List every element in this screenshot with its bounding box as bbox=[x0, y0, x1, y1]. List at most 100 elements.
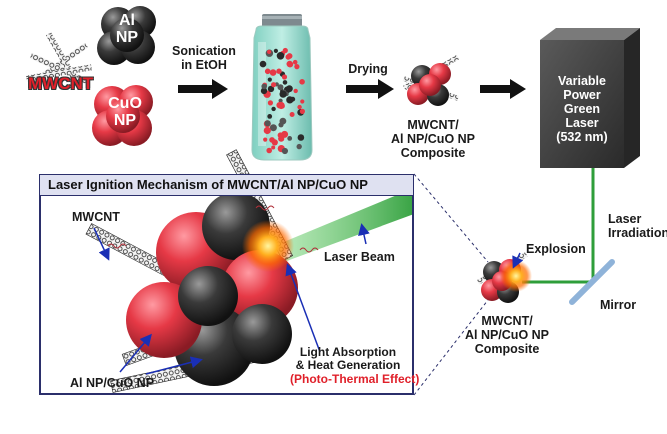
laser-label-line3: Green bbox=[563, 102, 601, 116]
jar-particle bbox=[267, 100, 273, 106]
laser-label-line5: (532 nm) bbox=[556, 130, 608, 144]
jar-particle bbox=[276, 68, 282, 74]
jar-particle bbox=[297, 134, 305, 141]
cuo-np-cluster-icon bbox=[92, 85, 153, 146]
mirror-label: Mirror bbox=[600, 298, 637, 312]
jar-particle bbox=[261, 83, 268, 90]
absorption-label: Light Absorption & Heat Generation (Phot… bbox=[290, 345, 420, 386]
photo-thermal-effect-label: (Photo-Thermal Effect) bbox=[290, 371, 420, 386]
mechanism-illustration bbox=[85, 149, 414, 393]
jar-particle bbox=[279, 117, 287, 125]
laser-source-label: Variable Power Green Laser (532 nm) bbox=[540, 74, 624, 144]
cuo-np-label-line2: NP bbox=[113, 111, 137, 129]
laser-beam-label: Laser Beam bbox=[324, 250, 395, 264]
laser-label-line2: Power bbox=[563, 88, 601, 102]
explosion-hotspot bbox=[242, 220, 294, 272]
jar-particle bbox=[271, 145, 276, 150]
jar-particle bbox=[277, 84, 284, 91]
jar-particle bbox=[264, 120, 271, 127]
jar-particle bbox=[260, 87, 268, 95]
jar-particle bbox=[263, 137, 268, 142]
explosion-label: Explosion bbox=[526, 242, 586, 256]
jar-particle bbox=[264, 68, 271, 75]
absorption-label-line2: & Heat Generation bbox=[295, 358, 401, 373]
cuo-np-label-line1: CuO bbox=[108, 95, 142, 112]
jar-particle bbox=[286, 60, 293, 68]
jar-particle bbox=[279, 90, 287, 98]
jar-particle bbox=[297, 104, 302, 110]
jar-particle bbox=[278, 98, 283, 103]
sonication-label-line2: in EtOH bbox=[181, 58, 227, 72]
sonication-label-line1: Sonication bbox=[172, 44, 236, 58]
jar-particle bbox=[271, 139, 278, 146]
jar-particle bbox=[299, 108, 305, 114]
jar-particle bbox=[281, 74, 288, 80]
jar-particle bbox=[285, 54, 291, 60]
process-arrow-2 bbox=[346, 79, 394, 99]
panel-particles-label: Al NP/CuO NP bbox=[70, 376, 155, 390]
jar-particle bbox=[263, 126, 271, 135]
zoom-line-bottom bbox=[413, 299, 489, 396]
composite-right-label-line1: MWCNT/ bbox=[481, 314, 533, 328]
jar-particle bbox=[294, 64, 300, 70]
mwcnt-tubes-icon bbox=[25, 32, 93, 86]
al-np-label: Al NP bbox=[110, 12, 144, 47]
jar-particle bbox=[282, 80, 288, 85]
jar-particle bbox=[290, 96, 296, 102]
jar-particle bbox=[269, 124, 277, 132]
jar-particle bbox=[296, 143, 302, 150]
laser-irradiation-line2: Irradiation bbox=[608, 226, 667, 240]
al-np-label-line2: NP bbox=[115, 28, 139, 46]
composite-right-icon bbox=[476, 252, 532, 303]
jar-particle bbox=[266, 147, 273, 154]
jar-particle bbox=[276, 52, 285, 60]
laser-path bbox=[522, 168, 595, 284]
jar-particle bbox=[292, 59, 298, 65]
annotation-arrows bbox=[93, 223, 370, 375]
process-arrow-1 bbox=[178, 79, 228, 99]
al-np-label-line1: Al bbox=[119, 12, 135, 29]
jar-particle bbox=[289, 112, 295, 117]
process-arrow-3 bbox=[480, 79, 526, 99]
jar-particle bbox=[269, 69, 277, 76]
jar-particle bbox=[287, 136, 293, 141]
jar-particles bbox=[259, 47, 305, 155]
laser-label-line4: Laser bbox=[565, 116, 599, 130]
jar-particle bbox=[259, 60, 267, 68]
explosion-pointer bbox=[512, 252, 524, 269]
zoom-line-top bbox=[413, 173, 489, 263]
jar-particle bbox=[300, 99, 305, 104]
composite-top-label-line1: MWCNT/ bbox=[407, 118, 459, 132]
jar-particle bbox=[293, 88, 298, 94]
absorption-label-line1: Light Absorption bbox=[299, 345, 397, 359]
laser-beam bbox=[274, 188, 414, 262]
composite-right-label: MWCNT/ Al NP/CuO NP Composite bbox=[452, 314, 562, 356]
composite-right-label-line3: Composite bbox=[474, 342, 540, 356]
laser-irradiation-line1: Laser bbox=[608, 212, 642, 226]
mirror-icon bbox=[569, 259, 615, 305]
mwcnt-label: MWCNT bbox=[28, 74, 94, 93]
jar-particle bbox=[273, 48, 278, 54]
jar-particle bbox=[281, 130, 289, 138]
jar-particle bbox=[277, 101, 285, 110]
jar-particle bbox=[271, 106, 276, 112]
jar-particle bbox=[286, 85, 293, 93]
composite-top-icon bbox=[402, 54, 460, 106]
laser-label-line1: Variable bbox=[558, 74, 606, 88]
jar-particle bbox=[281, 147, 288, 155]
jar-particle bbox=[271, 82, 277, 88]
jar-particle bbox=[267, 77, 272, 82]
sonication-label: Sonication in EtOH bbox=[168, 44, 240, 72]
al-np-cluster-icon bbox=[97, 6, 156, 65]
composite-top-label-line3: Composite bbox=[400, 146, 466, 160]
laser-irradiation-label: Laser Irradiation bbox=[608, 212, 667, 240]
cuo-np-label: CuO NP bbox=[104, 95, 146, 130]
panel-mwcnt-label: MWCNT bbox=[72, 210, 120, 224]
drying-label: Drying bbox=[348, 62, 388, 76]
composite-right-label-line2: Al NP/CuO NP bbox=[464, 328, 550, 342]
jar-particle bbox=[267, 85, 275, 93]
jar-particle bbox=[267, 49, 272, 55]
composite-top-label-line2: Al NP/CuO NP bbox=[390, 132, 476, 146]
mechanism-panel-title: Laser Ignition Mechanism of MWCNT/Al NP/… bbox=[39, 174, 414, 196]
